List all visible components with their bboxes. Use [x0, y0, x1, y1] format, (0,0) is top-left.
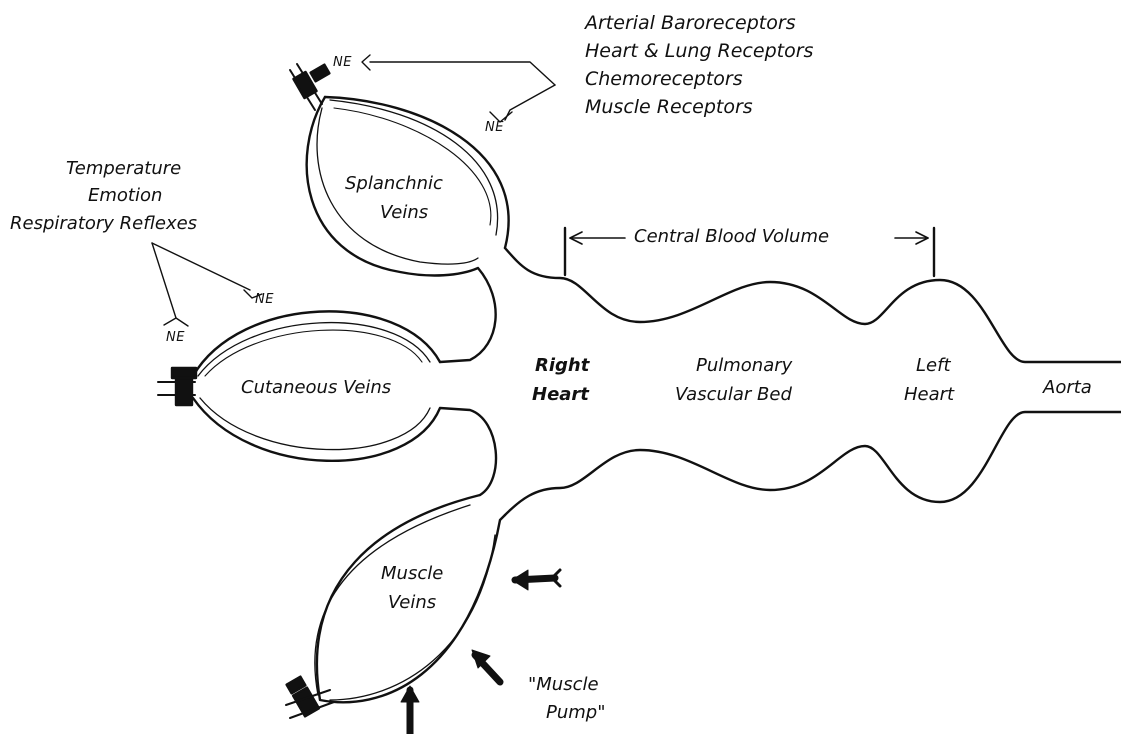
cutaneous-vein-top-wall-2	[205, 330, 422, 376]
reflex-label-temperature: Temperature	[66, 158, 181, 179]
reflex-nerve-line-2	[152, 243, 176, 318]
pulmonary-bed-label: Pulmonary	[696, 355, 792, 376]
cutaneous-clamp-icon	[158, 368, 196, 405]
cutaneous-vein-top	[193, 311, 440, 376]
ne-symbol-top-1	[362, 55, 370, 70]
central-channel-top-wall	[505, 248, 1121, 362]
receptor-nerve-line-2	[505, 85, 555, 120]
receptor-label-heart-lung: Heart & Lung Receptors	[585, 40, 813, 62]
left-heart-label: Left	[916, 355, 951, 376]
left-heart-label-2: Heart	[904, 384, 954, 405]
muscle-clamp-icon	[286, 677, 334, 718]
receptor-label-muscle-receptors: Muscle Receptors	[585, 96, 753, 118]
pulmonary-bed-label-2: Vascular Bed	[675, 384, 792, 405]
cutaneous-veins-label: Cutaneous Veins	[241, 377, 391, 398]
muscle-pump-arrow-1-icon	[512, 570, 560, 590]
muscle-pump-arrow-3-icon	[401, 686, 419, 734]
receptor-label-arterial-baroreceptors: Arterial Baroreceptors	[585, 12, 796, 34]
splanchnic-veins-label-2: Veins	[380, 202, 428, 223]
right-heart-label-2: Heart	[532, 384, 589, 405]
receptor-nerve-line-1	[370, 62, 555, 85]
splanchnic-clamp-icon	[290, 64, 329, 110]
reflex-label-respiratory-reflexes: Respiratory Reflexes	[10, 213, 197, 234]
aorta-label: Aorta	[1043, 377, 1092, 398]
muscle-veins-label-2: Veins	[388, 592, 436, 613]
ne-symbol-left-2	[164, 318, 188, 326]
ne-label-left-2: NE	[166, 330, 185, 345]
ne-label-top-2: NE	[485, 120, 504, 135]
reflex-nerve-line-1	[152, 243, 250, 290]
splanchnic-veins-label: Splanchnic	[345, 173, 443, 194]
muscle-pump-arrow-2-icon	[472, 650, 500, 682]
ne-label-top-1: NE	[333, 55, 352, 70]
cutaneous-vein-bottom	[193, 398, 496, 495]
receptor-label-chemoreceptors: Chemoreceptors	[585, 68, 743, 90]
ne-label-left-1: NE	[255, 292, 274, 307]
muscle-pump-label-2: Pump"	[546, 702, 606, 723]
cutaneous-vein-bottom-wall	[200, 398, 430, 450]
muscle-veins-label: Muscle	[381, 563, 443, 584]
right-heart-label: Right	[535, 355, 589, 376]
muscle-pump-label: "Muscle	[528, 674, 599, 695]
central-blood-volume-label: Central Blood Volume	[634, 226, 829, 247]
central-channel-bottom-wall	[505, 412, 1121, 515]
muscle-vein-wall	[330, 535, 495, 700]
reflex-label-emotion: Emotion	[88, 185, 162, 206]
